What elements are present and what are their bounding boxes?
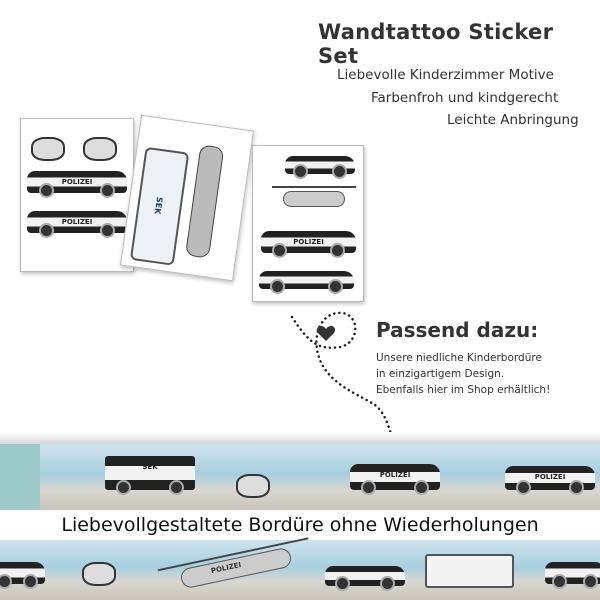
border-preview-top: SEK POLIZEI POLIZEI (0, 444, 600, 510)
sek-label: SEK (152, 196, 165, 215)
police-truck (425, 554, 514, 588)
motorcycle (236, 474, 270, 498)
sheriff-car-sticker (259, 271, 354, 294)
police-suv-sticker: POLIZEI (261, 231, 356, 258)
police-label: POLIZEI (379, 471, 411, 479)
helicopter: POLIZEI (179, 546, 293, 590)
border-preview-bottom: POLIZEI (0, 540, 600, 600)
sek-truck: SEK (105, 456, 195, 495)
helicopter-sticker (185, 144, 225, 259)
police-suv: POLIZEI (350, 464, 440, 495)
border-caption: Liebevollgestaltete Bordüre ohne Wiederh… (0, 510, 600, 540)
sek-truck-sticker: SEK (129, 146, 190, 266)
sheriff-car (325, 566, 405, 591)
dotted-heart-line (290, 311, 394, 439)
sticker-sheet-1: POLIZEI POLIZEI (20, 118, 134, 272)
border-packaging (0, 444, 40, 510)
sticker-sheet-3: POLIZEI (252, 145, 364, 302)
police-car: POLIZEI (505, 466, 595, 495)
feature-line: Liebevolle Kinderzimmer Motive (337, 67, 554, 83)
police-label: POLIZEI (61, 218, 93, 226)
feature-line: Farbenfroh und kindgerecht (371, 90, 559, 106)
motorcycle-sticker (83, 137, 117, 161)
promo-line: Ebenfalls hier im Shop erhältlich! (376, 384, 551, 396)
police-car-sticker (285, 156, 355, 179)
promo-line: in einzigartigem Design. (376, 368, 505, 380)
promo-title: Passend dazu: (376, 318, 539, 342)
sticker-sheet-2: SEK (119, 114, 255, 282)
sek-label: SEK (142, 463, 158, 471)
product-title: Wandtattoo Sticker Set (318, 20, 554, 68)
motorcycle (82, 562, 116, 586)
helicopter-sticker (272, 186, 356, 207)
strip-shadow (0, 432, 600, 444)
police-car (0, 562, 45, 589)
promo-line: Unsere niedliche Kinderbordüre (376, 352, 542, 364)
police-label: POLIZEI (61, 178, 93, 186)
police-label: POLIZEI (293, 238, 324, 246)
police-label: POLIZEI (210, 560, 242, 576)
police-car-sticker: POLIZEI (27, 211, 127, 238)
heart-icon (316, 326, 336, 341)
motorcycle-sticker (31, 137, 65, 161)
police-car (545, 562, 600, 589)
police-label: POLIZEI (534, 473, 566, 481)
police-car-sticker: POLIZEI (27, 171, 127, 198)
feature-line: Leichte Anbringung (447, 112, 579, 128)
